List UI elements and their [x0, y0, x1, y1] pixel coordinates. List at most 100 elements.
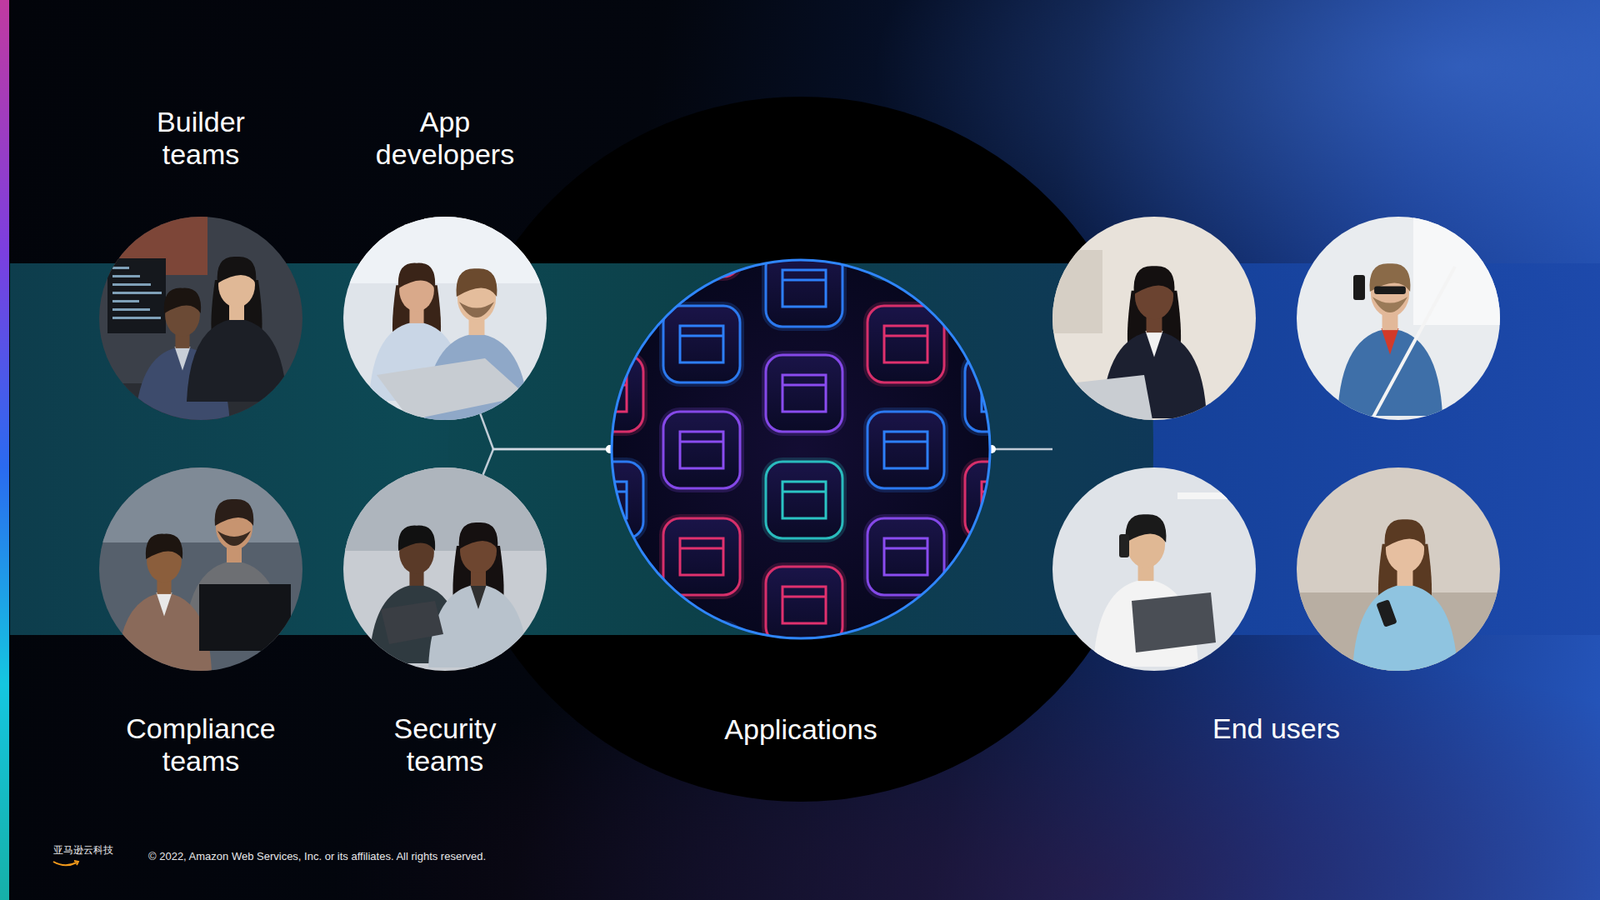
person-hair	[398, 263, 435, 290]
photo-scene	[99, 467, 303, 671]
app-window-bar	[680, 547, 724, 550]
node-title: Compliance teams	[117, 712, 285, 778]
app-icon-glow	[764, 565, 845, 640]
person-hair	[459, 522, 499, 550]
photo-scene	[343, 216, 547, 420]
applications-circle: Applications	[610, 258, 992, 640]
photo-circle	[1296, 216, 1500, 420]
person-hair	[1134, 265, 1175, 295]
code-line	[112, 283, 151, 286]
connector-line	[480, 413, 610, 450]
connector-line	[483, 449, 610, 475]
person-collar	[1145, 330, 1164, 358]
photo-background	[1052, 216, 1256, 420]
person-body	[186, 318, 287, 402]
app-window-bar	[782, 595, 826, 599]
node-title: Builder teams	[117, 105, 285, 171]
app-window	[782, 481, 826, 519]
photo-circle	[1052, 216, 1256, 420]
team-circle: Builder teams	[99, 216, 303, 420]
app-icon-glow	[661, 516, 742, 597]
app-window-bar	[981, 279, 992, 282]
node-label: Builder teams	[117, 105, 285, 171]
laptop	[1060, 375, 1153, 420]
app-window	[782, 586, 826, 624]
app-window-bar	[610, 279, 627, 282]
app-window-bar	[782, 384, 826, 387]
app-window-bar	[782, 279, 826, 282]
phone	[1353, 275, 1365, 300]
app-icon	[867, 258, 945, 277]
person-hair	[145, 534, 183, 560]
monitor	[199, 584, 291, 651]
person-beard	[459, 301, 495, 318]
app-window-bar	[981, 490, 992, 494]
office-wall	[343, 467, 547, 551]
person-collar	[156, 592, 173, 617]
app-icon-glow	[661, 304, 742, 385]
window	[99, 467, 303, 543]
app-window-bar	[782, 490, 826, 494]
photo-scene	[1052, 467, 1256, 671]
app-window-bar	[680, 440, 724, 444]
app-icon	[965, 566, 992, 640]
team-circle: Compliance teams	[99, 467, 303, 671]
code-line	[112, 300, 140, 303]
app-window	[782, 270, 826, 307]
photo-circle	[99, 216, 303, 420]
node-title: Applications	[634, 713, 968, 746]
app-icon-glow	[661, 258, 742, 279]
white-cane	[1371, 266, 1455, 420]
app-window	[680, 325, 724, 363]
app-icon	[610, 258, 644, 327]
app-icon-glow	[764, 460, 845, 540]
person-sunglasses	[1374, 286, 1406, 295]
app-window-bar	[884, 440, 928, 444]
node-label: End users	[1110, 712, 1444, 745]
app-window	[981, 586, 992, 624]
person-collar	[1381, 328, 1400, 355]
window	[1413, 216, 1500, 325]
app-icon	[765, 258, 843, 327]
apps-scene	[610, 258, 992, 640]
app-window	[884, 431, 928, 469]
photo-background	[1052, 467, 1256, 671]
app-icon-glow	[865, 622, 946, 640]
code-line	[112, 266, 130, 270]
person-hair	[1125, 514, 1167, 543]
app-icon-glow	[865, 410, 946, 490]
app-icon	[965, 258, 992, 327]
team-circle: Security teams	[343, 467, 547, 671]
app-icon-glow	[661, 410, 742, 490]
person-body	[116, 592, 212, 671]
phone	[1119, 534, 1130, 558]
app-window-bar	[884, 335, 928, 338]
app-icon	[867, 624, 945, 640]
photo-scene	[1296, 467, 1500, 671]
app-icon-glow	[963, 565, 992, 640]
app-icon	[867, 305, 945, 383]
phone	[1375, 599, 1397, 628]
photo-scene	[343, 467, 547, 671]
photo-scene	[99, 216, 303, 420]
tablet	[380, 600, 444, 645]
code-line	[112, 291, 162, 295]
app-icon-glow	[764, 353, 845, 434]
app-icon-glow	[610, 258, 645, 329]
app-icon-glow	[610, 565, 645, 640]
app-window	[782, 375, 826, 412]
team-circle: App developers	[343, 216, 547, 420]
end-users-group: End users	[1052, 216, 1500, 671]
app-icon	[765, 461, 843, 539]
dark-circle-shape	[448, 96, 1154, 802]
app-window	[884, 538, 928, 575]
photo-circle	[343, 216, 547, 420]
app-icon	[663, 305, 740, 383]
person-body	[1352, 584, 1458, 671]
app-window	[610, 270, 627, 307]
app-window	[610, 586, 627, 624]
logo-smile-head	[74, 860, 79, 865]
person-beard	[217, 530, 251, 546]
tablet	[1131, 592, 1216, 653]
